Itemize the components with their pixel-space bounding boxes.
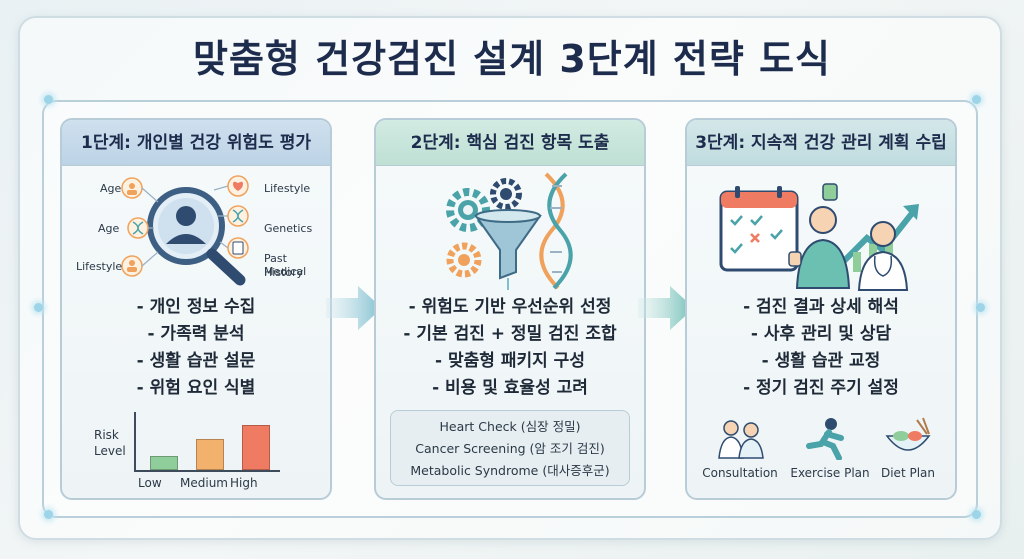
step3-bullet-item: - 사후 관리 및 상담	[750, 324, 892, 344]
label-genetics: Genetics	[264, 222, 313, 235]
funnel-gears-dna-illustration	[446, 172, 573, 290]
label-lifestyle-left: Lifestyle	[76, 260, 123, 273]
package-item: Cancer Screening (암 조기 검진)	[415, 441, 605, 456]
step2-bullet-item: - 비용 및 효율성 고려	[432, 378, 588, 398]
risk-bar	[242, 425, 270, 470]
step2-bullets: - 위험도 기반 우선순위 선정 - 기본 검진 + 정밀 검진 조합 - 맞춤형 …	[376, 294, 644, 402]
chart-bars	[136, 412, 282, 470]
risk-category-label: High	[230, 476, 258, 490]
label-past-medical: Past Medical	[264, 252, 307, 278]
flow-arrow-1	[326, 286, 382, 330]
chart-axes	[134, 412, 280, 472]
step3-bullets: - 검진 결과 상세 해석 - 사후 관리 및 상담 - 생활 습관 교정 - 정기 …	[687, 294, 955, 402]
step2-bullet-item: - 맞춤형 패키지 구성	[435, 351, 585, 371]
flow-arrow-2	[638, 286, 694, 330]
chart-ylabel-line2: Level	[94, 444, 126, 458]
risk-assessment-illustration	[121, 175, 249, 286]
funnel-icon	[474, 209, 542, 290]
step3-icon-label: Consultation	[702, 466, 778, 480]
step2-panel: 2단계: 핵심 검진 항목 도출 - 위험도 기반 우선순위 선정 - 기본 검진…	[374, 118, 646, 500]
risk-category-label: Low	[138, 476, 162, 490]
step1-bullet-item: - 개인 정보 수집	[136, 297, 256, 317]
exercise-icon	[806, 418, 844, 460]
step3-icon-label: Diet Plan	[880, 466, 935, 480]
glow-dot	[976, 303, 985, 312]
package-item: Heart Check (심장 정밀)	[439, 419, 581, 434]
label-history: History	[264, 266, 304, 279]
risk-bar	[196, 439, 224, 470]
step2-bullet-item: - 기본 검진 + 정밀 검진 조합	[403, 324, 617, 344]
label-age-top: Age	[100, 182, 122, 195]
gear-icon	[446, 178, 522, 278]
calendar-icon	[719, 186, 799, 272]
glow-dot	[972, 95, 981, 104]
step1-bullet-item: - 생활 습관 설문	[136, 351, 256, 371]
dna-icon	[539, 172, 573, 290]
glow-dot	[44, 95, 53, 104]
step3-icon-label: Exercise Plan	[790, 466, 870, 480]
step1-bullet-item: - 가족력 분석	[147, 324, 245, 344]
care-plan-illustration	[719, 183, 919, 291]
step1-bullets: - 개인 정보 수집 - 가족력 분석 - 생활 습관 설문 - 위험 요인 식별	[62, 294, 330, 402]
chart-ylabel-line1: Risk	[94, 428, 119, 442]
step2-bullet-item: - 위험도 기반 우선순위 선정	[408, 297, 612, 317]
risk-category-label: Medium	[180, 476, 228, 490]
package-item: Metabolic Syndrome (대사증후군)	[410, 463, 610, 478]
glow-dot	[44, 510, 53, 519]
step1-heading: 1단계: 개인별 건강 위험도 평가	[62, 120, 330, 166]
step2-heading: 2단계: 핵심 검진 항목 도출	[376, 120, 644, 166]
diet-icon	[885, 417, 931, 451]
step3-bullet-item: - 정기 검진 주기 설정	[743, 378, 899, 398]
magnifier-person-icon	[147, 187, 246, 286]
thumbs-up-icon	[822, 183, 838, 201]
label-age-mid: Age	[98, 222, 120, 235]
step3-bullet-item: - 생활 습관 교정	[761, 351, 881, 371]
package-box: Heart Check (심장 정밀) Cancer Screening (암 조…	[390, 410, 630, 486]
patient-icon	[788, 206, 851, 289]
consultation-icon	[718, 420, 764, 459]
glow-dot	[34, 303, 43, 312]
page-title: 맞춤형 건강검진 설계 3단계 전략 도식	[193, 37, 831, 81]
step3-panel: 3단계: 지속적 건강 관리 계획 수립 - 검진 결과	[685, 118, 957, 500]
doctor-icon	[857, 221, 909, 291]
step1-bullet-item: - 위험 요인 식별	[136, 378, 256, 398]
step1-panel: 1단계: 개인별 건강 위험도 평가 Age Age Lifestyle Lif…	[60, 118, 332, 500]
label-lifestyle-right: Lifestyle	[264, 182, 311, 195]
risk-bar	[150, 456, 178, 470]
step3-bullet-item: - 검진 결과 상세 해석	[743, 297, 899, 317]
glow-dot	[972, 510, 981, 519]
step3-heading: 3단계: 지속적 건강 관리 계획 수립	[687, 120, 955, 166]
